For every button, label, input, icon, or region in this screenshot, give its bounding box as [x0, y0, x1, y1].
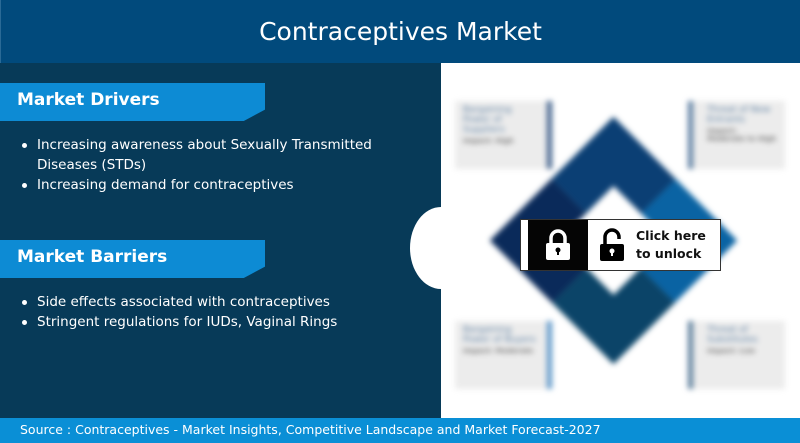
lock-icon — [528, 220, 588, 270]
drivers-list: Increasing awareness about Sexually Tran… — [22, 135, 372, 195]
list-item: Increasing awareness about Sexually Tran… — [22, 135, 372, 175]
list-item: Stringent regulations for IUDs, Vaginal … — [22, 312, 372, 332]
source-footer: Source : Contraceptives - Market Insight… — [0, 418, 800, 443]
list-item: Side effects associated with contracepti… — [22, 292, 372, 312]
market-drivers-heading: Market Drivers — [0, 83, 265, 121]
left-panel: Market Drivers Increasing awareness abou… — [0, 63, 441, 418]
unlock-icon — [588, 220, 636, 270]
page-title: Contraceptives Market — [259, 17, 542, 46]
barriers-list: Side effects associated with contracepti… — [22, 292, 372, 332]
page-header: Contraceptives Market — [0, 0, 800, 63]
market-barriers-heading: Market Barriers — [0, 240, 265, 278]
half-circle-decoration — [410, 207, 472, 289]
list-item: Increasing demand for contraceptives — [22, 175, 372, 195]
